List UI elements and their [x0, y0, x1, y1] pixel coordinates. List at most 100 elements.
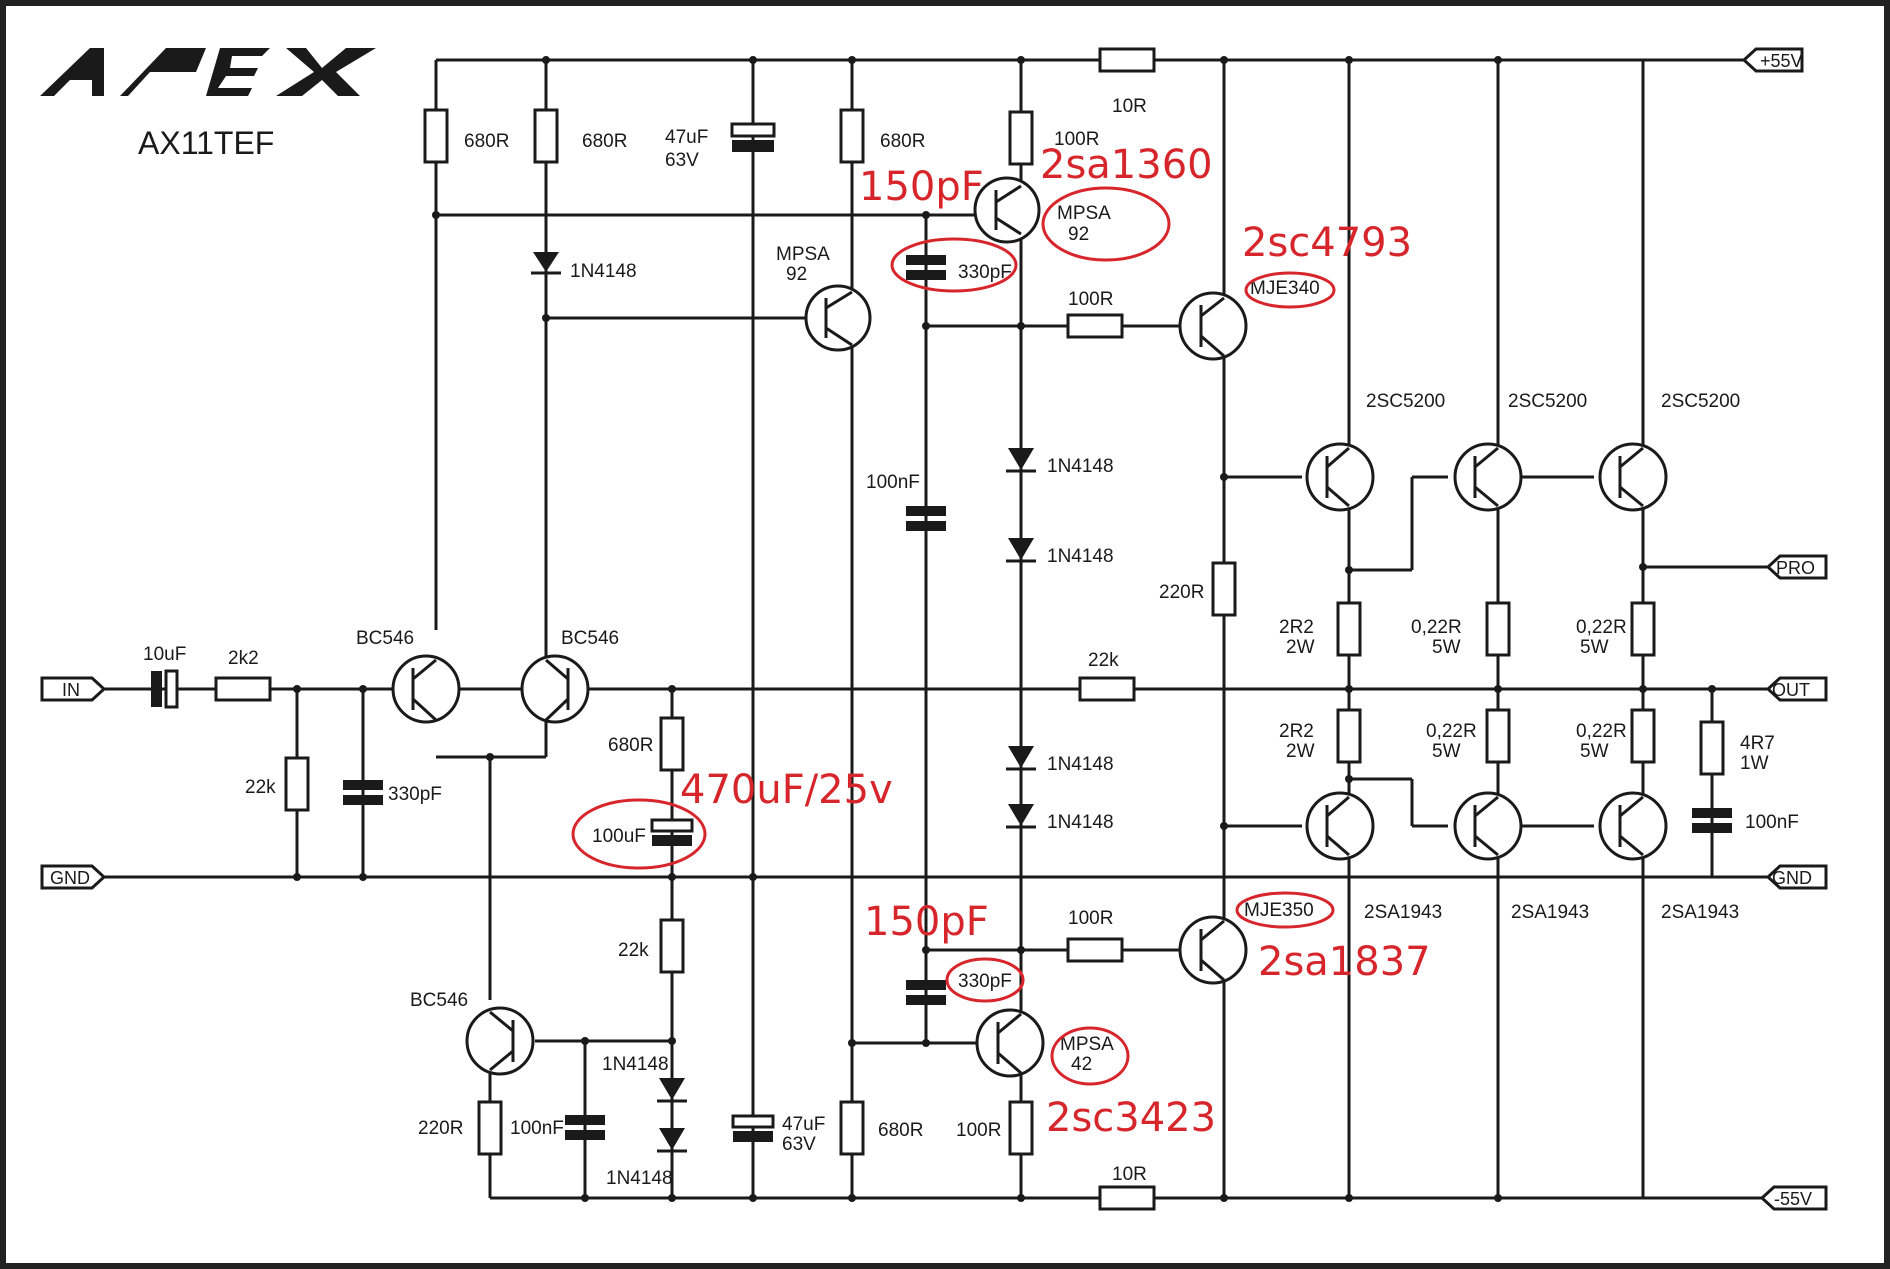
svg-text:100nF: 100nF: [1745, 812, 1799, 833]
svg-text:MJE350: MJE350: [1244, 900, 1314, 921]
resistor-100r-top: [1008, 110, 1034, 166]
transistor-2sc5200-a: [1305, 442, 1375, 512]
svg-text:GND: GND: [1772, 868, 1812, 888]
resistor-2r2-a: [1336, 601, 1362, 657]
svg-text:MPSA: MPSA: [776, 244, 830, 265]
transistor-mpsa42: [975, 1008, 1045, 1078]
svg-text:PRO: PRO: [1776, 558, 1815, 578]
svg-text:2k2: 2k2: [228, 648, 259, 669]
transistor-mpsa92-b: [804, 284, 872, 352]
svg-text:2sa1837: 2sa1837: [1258, 939, 1431, 985]
svg-text:680R: 680R: [878, 1120, 923, 1141]
diode-1n4148-f: [1006, 746, 1036, 771]
svg-text:22k: 22k: [245, 777, 276, 798]
svg-text:2SC5200: 2SC5200: [1366, 391, 1445, 412]
port-vplus: +55V: [1741, 47, 1804, 73]
svg-text:220R: 220R: [418, 1118, 463, 1139]
svg-text:OUT: OUT: [1772, 680, 1810, 700]
svg-text:63V: 63V: [782, 1134, 816, 1155]
svg-text:1N4148: 1N4148: [602, 1054, 669, 1075]
svg-text:-55V: -55V: [1774, 1189, 1812, 1209]
port-gnd-right: GND: [1765, 864, 1828, 890]
svg-text:330pF: 330pF: [388, 784, 442, 805]
svg-text:100R: 100R: [1068, 908, 1113, 929]
diodes: [531, 252, 1036, 1153]
transistor-mje340: [1178, 291, 1248, 361]
svg-text:0,22R: 0,22R: [1576, 617, 1627, 638]
svg-text:5W: 5W: [1580, 637, 1609, 658]
svg-text:BC546: BC546: [410, 990, 468, 1011]
diode-1n4148-top: [531, 252, 561, 275]
svg-text:100R: 100R: [1054, 129, 1099, 150]
svg-text:2SC5200: 2SC5200: [1508, 391, 1587, 412]
svg-text:2sc3423: 2sc3423: [1046, 1095, 1216, 1141]
red-annotations: 150pF 2sa1360 2sc4793 470uF/25v 150pF 2s…: [571, 142, 1431, 1141]
resistor-022r-c: [1485, 708, 1511, 764]
resistor-022r-a: [1485, 601, 1511, 657]
transistors: [391, 176, 1668, 1078]
svg-text:5W: 5W: [1580, 741, 1609, 762]
svg-text:1N4148: 1N4148: [1047, 754, 1114, 775]
resistor-100r-bot: [1008, 1100, 1034, 1156]
svg-text:100R: 100R: [956, 1120, 1001, 1141]
cap-100uf: [650, 818, 694, 833]
port-vminus: -55V: [1759, 1185, 1828, 1211]
resistor-22k-in: [284, 756, 310, 812]
transistor-mje350: [1178, 915, 1248, 985]
port-gnd-left: GND: [40, 864, 107, 890]
svg-text:22k: 22k: [1088, 650, 1119, 671]
transistor-2sa1943-b: [1453, 791, 1523, 861]
resistor-680r-b: [533, 108, 559, 164]
cap-100nf-low: [565, 1115, 605, 1125]
ring-mje350: [1235, 891, 1335, 929]
svg-text:0,22R: 0,22R: [1576, 721, 1627, 742]
port-pro: PRO: [1765, 554, 1828, 580]
ring-mpsa92-a: [1041, 186, 1171, 262]
svg-text:1W: 1W: [1740, 753, 1769, 774]
resistor-100r-mid: [1066, 313, 1124, 339]
svg-text:1N4148: 1N4148: [606, 1168, 673, 1189]
diode-1n4148-d: [657, 1078, 687, 1103]
cap-330pf-low: [906, 980, 946, 990]
svg-text:10R: 10R: [1112, 1164, 1147, 1185]
svg-text:1N4148: 1N4148: [1047, 456, 1114, 477]
component-labels: 680R 680R 47uF 63V 680R 100R 10R MPSA 92…: [143, 96, 1799, 1189]
port-in: IN: [40, 676, 107, 702]
cap-47uf-low: [731, 1114, 775, 1129]
svg-text:330pF: 330pF: [958, 262, 1012, 283]
resistor-100r-low: [1066, 937, 1124, 963]
svg-text:5W: 5W: [1432, 637, 1461, 658]
resistor-2r2-b: [1336, 708, 1362, 764]
transistor-2sa1943-a: [1305, 791, 1375, 861]
transistor-2sa1943-c: [1598, 791, 1668, 861]
svg-text:100nF: 100nF: [510, 1118, 564, 1139]
resistor-10r-top: [1098, 47, 1156, 73]
svg-text:2W: 2W: [1286, 637, 1315, 658]
svg-text:2sa1360: 2sa1360: [1040, 142, 1213, 188]
diode-1n4148-e: [657, 1128, 687, 1153]
svg-text:10uF: 10uF: [143, 644, 186, 665]
svg-text:92: 92: [1068, 224, 1089, 245]
svg-text:22k: 22k: [618, 940, 649, 961]
svg-text:680R: 680R: [608, 735, 653, 756]
diode-1n4148-g: [1006, 804, 1036, 829]
svg-text:2sc4793: 2sc4793: [1242, 220, 1412, 266]
resistor-680r-a: [423, 108, 449, 164]
resistor-022r-d: [1630, 708, 1656, 764]
resistor-22k-low: [659, 918, 685, 974]
ring-100uf: [571, 798, 707, 870]
svg-text:470uF/25v: 470uF/25v: [680, 767, 893, 813]
svg-text:680R: 680R: [582, 131, 627, 152]
resistor-022r-b: [1630, 601, 1656, 657]
svg-text:4R7: 4R7: [1740, 733, 1775, 754]
cap-47uf-top-plus: [730, 122, 776, 138]
svg-text:330pF: 330pF: [958, 971, 1012, 992]
transistor-2sc5200-b: [1453, 442, 1523, 512]
svg-text:2R2: 2R2: [1279, 617, 1314, 638]
svg-text:42: 42: [1071, 1054, 1092, 1075]
svg-text:100uF: 100uF: [592, 826, 646, 847]
svg-text:150pF: 150pF: [859, 164, 984, 210]
cap-100nf-out: [1692, 808, 1732, 818]
